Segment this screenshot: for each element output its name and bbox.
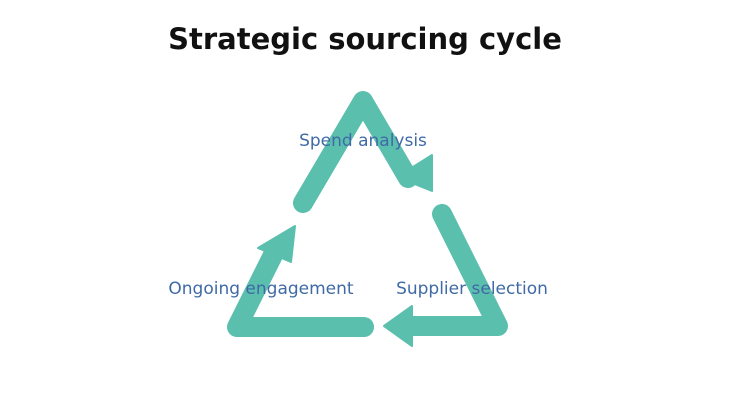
arrow-supplier-to-engagement	[400, 204, 508, 336]
stage-label-ongoing-engagement: Ongoing engagement	[168, 279, 354, 299]
stage-label-spend-analysis: Spend analysis	[299, 131, 427, 151]
arrow-spend-to-supplier	[293, 91, 418, 213]
arrowhead-engagement-to-spend	[257, 225, 296, 263]
arrowhead-spend-to-supplier	[396, 154, 433, 192]
stage-label-supplier-selection: Supplier selection	[396, 279, 548, 299]
page-title: Strategic sourcing cycle	[168, 22, 562, 56]
arrow-engagement-to-spend	[227, 245, 374, 337]
arrowhead-supplier-to-engagement	[383, 305, 413, 347]
